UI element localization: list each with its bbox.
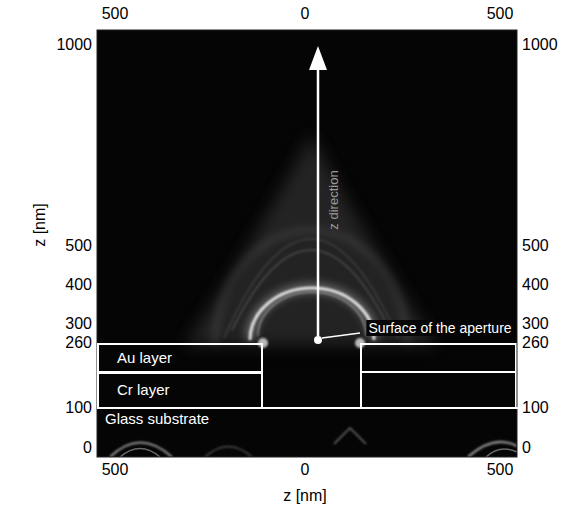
field-arc-glow [250,288,374,340]
tick-label: 500 [522,238,549,254]
arrow-head [309,46,327,70]
z-direction-arrow [317,68,320,336]
field-arc-bright [250,288,374,340]
axis-title: z [nm] [32,203,48,247]
au-layer-box: Au layer [97,343,263,373]
layer-label: Glass substrate [105,411,523,428]
substrate-field [120,449,160,458]
callout-label: Surface of the aperture [366,320,513,336]
tick-label: 0 [83,440,92,456]
tick-label: 300 [522,316,549,332]
plot-background [97,30,517,457]
tick-label: 260 [65,335,92,351]
tick-label: 500 [102,6,129,22]
substrate-field [334,428,366,444]
tick-label: 260 [522,335,549,351]
substrate-field [486,449,517,457]
tick-label: 500 [102,462,129,478]
leader-line [322,333,360,338]
aperture-surface-dot [314,336,322,344]
field-cone [185,135,437,345]
tick-label: 500 [65,238,92,254]
field-arc [258,292,366,336]
tick-label: 500 [487,462,514,478]
tick-label: 400 [522,277,549,293]
tick-label: 100 [522,400,549,416]
substrate-field [110,443,172,458]
tick-label: 0 [522,440,531,456]
glass-substrate-band: Glass substrate [97,407,529,457]
cr-layer-right [361,372,516,408]
au-layer-right [361,344,516,372]
tick-label: 0 [301,6,310,22]
tick-label: 400 [65,277,92,293]
layer-label: Au layer [117,350,255,367]
direction-label: z direction [327,170,340,229]
tick-label: 1000 [522,37,558,53]
axis-title: z [nm] [283,488,327,504]
tick-label: 100 [65,400,92,416]
layer-label: Cr layer [117,382,255,399]
substrate-field [205,447,252,458]
tick-label: 500 [487,6,514,22]
plot-frame [97,30,517,457]
cr-layer-box: Cr layer [97,372,263,409]
substrate-field [468,442,517,457]
tick-label: 1000 [56,37,92,53]
tick-label: 300 [65,316,92,332]
tick-label: 0 [301,462,310,478]
